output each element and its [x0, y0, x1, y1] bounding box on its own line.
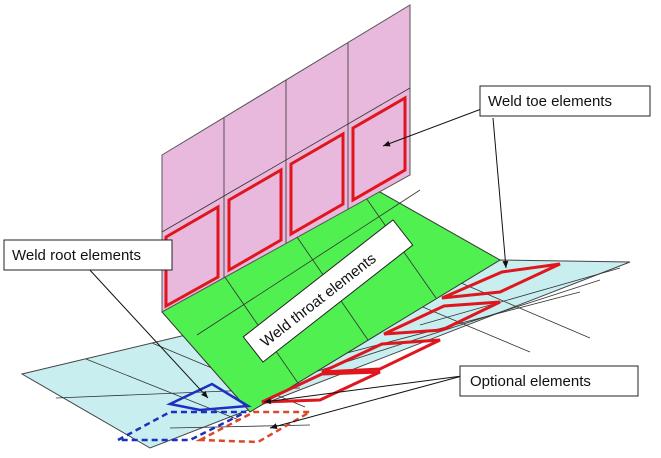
label-weld-root-text: Weld root elements [12, 247, 141, 264]
weld-toe-elements-base [261, 262, 561, 404]
weld-root-element [166, 382, 252, 412]
label-optional-text: Optional elements [470, 373, 591, 390]
weld-toe-elements-vertical [164, 95, 407, 309]
label-weld-root: Weld root elements [3, 239, 173, 271]
label-weld-toe: Weld toe elements [479, 85, 651, 117]
label-weld-toe-text: Weld toe elements [488, 93, 612, 110]
leader-lines [87, 107, 509, 430]
optional-elements [117, 410, 315, 444]
label-optional: Optional elements [459, 365, 639, 397]
